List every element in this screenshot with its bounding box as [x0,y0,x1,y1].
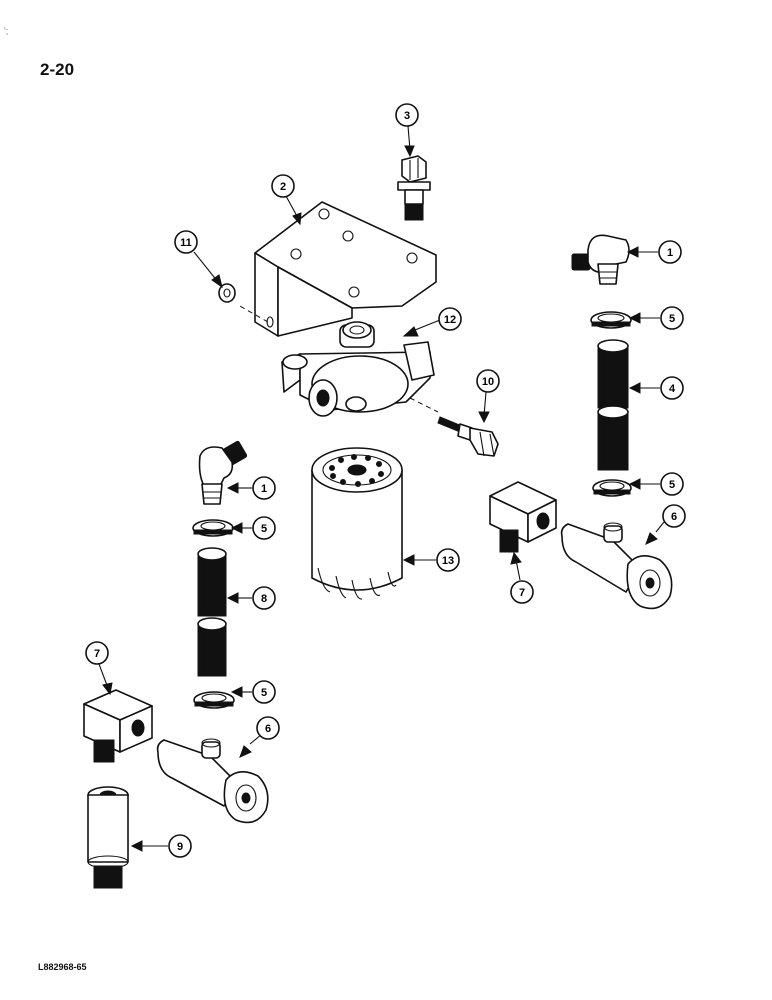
svg-text:6: 6 [671,511,677,523]
callout-13: 13 [436,548,460,572]
leader-lines [98,125,665,852]
callout-2: 2 [271,174,295,198]
shutoff-valve-part-6-left [156,738,269,824]
washer-part-11 [218,283,236,303]
svg-text:3: 3 [404,110,410,122]
hose-clamp-part-5-left-lower [193,691,235,709]
page-number: 2-20 [40,60,75,79]
svg-text:5: 5 [261,687,267,699]
svg-text:5: 5 [669,479,675,491]
elbow-fitting-part-1-upper [571,234,630,285]
callout-5-left-upper: 5 [252,516,276,540]
callout-1-left: 1 [252,476,276,500]
svg-text:4: 4 [669,383,676,395]
screw-part-10 [437,416,499,457]
svg-text:9: 9 [177,841,183,853]
corner-mark: '; [4,26,9,36]
elbow-fitting-part-1-left [198,440,248,505]
callout-9: 9 [168,834,192,858]
hose-part-4 [597,339,629,471]
callout-5-left-lower: 5 [252,680,276,704]
tee-block-part-7-right [489,481,557,553]
svg-text:12: 12 [444,314,456,326]
callout-6-left: 6 [256,716,280,740]
shutoff-valve-part-6-right [560,522,673,610]
hose-clamp-part-5-upper [590,311,632,329]
callout-4: 4 [660,376,684,400]
hose-clamp-part-5-left-upper [192,519,234,537]
callouts: 3 2 11 1 12 5 4 10 1 5 5 6 13 8 7 7 5 6 … [85,103,686,858]
callout-7-left: 7 [85,641,109,665]
callout-6-right: 6 [662,504,686,528]
filter-part-13 [311,447,403,600]
svg-text:8: 8 [261,593,267,605]
hose-part-8 [197,547,227,677]
svg-text:6: 6 [265,723,271,735]
callout-7-right: 7 [510,580,534,604]
bolt-part-3 [397,155,431,221]
svg-text:5: 5 [669,313,675,325]
callout-5-right-lower: 5 [660,472,684,496]
svg-text:1: 1 [261,483,267,495]
svg-text:7: 7 [519,587,525,599]
svg-text:10: 10 [482,376,494,388]
svg-text:13: 13 [442,555,454,567]
callout-10: 10 [476,369,500,393]
hose-clamp-part-5-right-lower [592,479,632,497]
callout-5-upper: 5 [660,306,684,330]
svg-text:7: 7 [94,648,100,660]
bracket-part-2 [237,201,437,337]
svg-text:5: 5 [261,523,267,535]
callout-3: 3 [395,103,419,127]
callout-11: 11 [174,230,198,254]
adapter-part-9 [87,786,129,889]
svg-text:1: 1 [667,247,673,259]
filter-head-part-12 [281,321,439,417]
callout-12: 12 [438,307,462,331]
tee-block-part-7-left [83,689,153,763]
svg-text:11: 11 [180,237,192,249]
document-code: L882968-65 [38,962,87,972]
svg-text:2: 2 [280,181,286,193]
callout-8: 8 [252,586,276,610]
callout-1-upper: 1 [658,240,682,264]
